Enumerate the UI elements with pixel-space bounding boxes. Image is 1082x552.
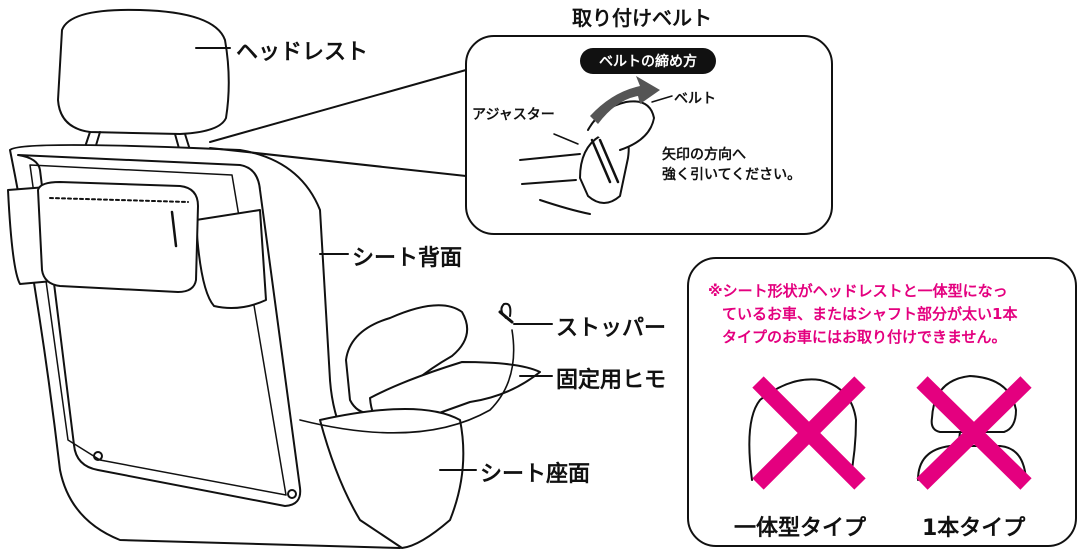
belt-label: ベルト bbox=[674, 91, 716, 107]
stopper-label: ストッパー bbox=[556, 316, 667, 341]
belt-title: 取り付けベルト bbox=[572, 6, 712, 30]
warning-line2: ているお車、またはシャフト部分が太い1本 bbox=[722, 305, 1018, 323]
fixing-strap bbox=[299, 329, 515, 434]
warning-frame bbox=[687, 257, 1077, 547]
pull-direction-arrow bbox=[590, 76, 660, 124]
belt-detail-frame bbox=[465, 35, 833, 235]
integrated-type-label: 一体型タイプ bbox=[734, 516, 867, 541]
single-post-type-cross bbox=[916, 376, 1032, 490]
zipper-pocket bbox=[37, 181, 199, 293]
seat-bottom-shape bbox=[319, 408, 465, 549]
warning-line3: タイプのお車にはお取り付けできません。 bbox=[722, 328, 1007, 346]
adjuster-label: アジャスター bbox=[472, 107, 555, 123]
fixing-strap-label: 固定用ヒモ bbox=[556, 368, 667, 393]
integrated-seat-shape bbox=[748, 378, 857, 481]
seat-back-label: シート背面 bbox=[352, 246, 463, 271]
belt-howto-pill: ベルトの締め方 bbox=[580, 48, 716, 74]
headrest-shape bbox=[57, 8, 230, 135]
integrated-type-cross bbox=[752, 376, 866, 490]
headrest-label: ヘッドレスト bbox=[236, 40, 369, 65]
single-post-type-label: 1本タイプ bbox=[922, 516, 1026, 541]
warning-line1: ※シート形状がヘッドレストと一体型になっ bbox=[708, 282, 1008, 300]
instruction-line1: 矢印の方向へ bbox=[662, 147, 746, 163]
instruction-line2: 強く引いてください。 bbox=[662, 167, 802, 183]
warning-text: ※シート形状がヘッドレストと一体型になっ ているお車、またはシャフト部分が太い1… bbox=[708, 280, 1068, 349]
right-pocket bbox=[195, 209, 267, 309]
seat-bottom-label: シート座面 bbox=[480, 462, 591, 487]
